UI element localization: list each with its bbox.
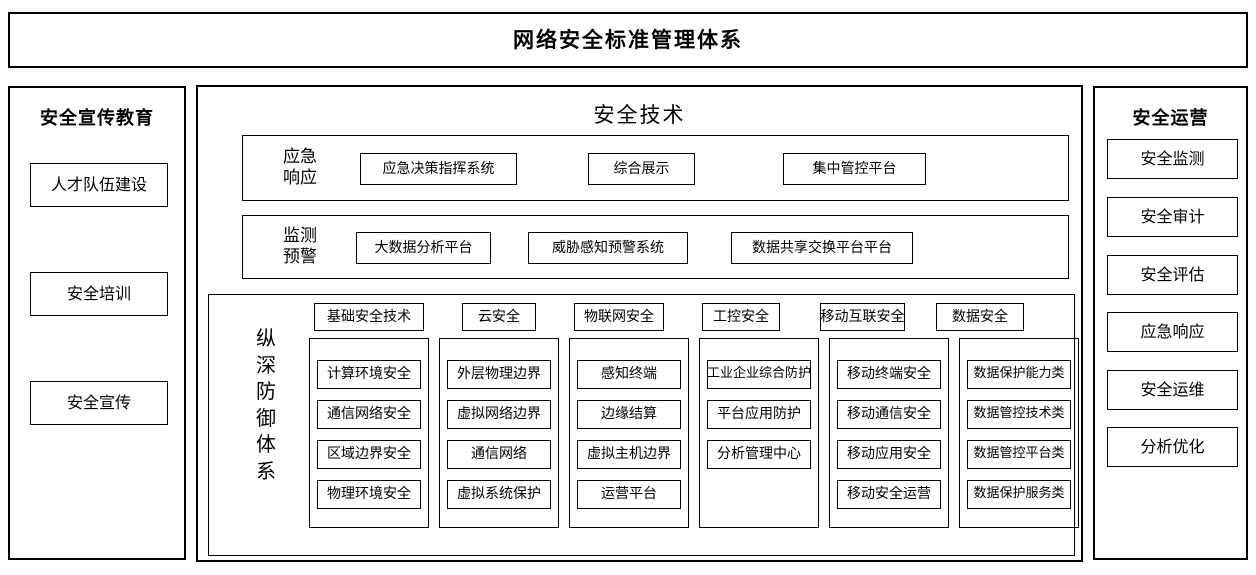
matrix-vertical-label-char: 纵 [256, 326, 276, 350]
matrix-cell[interactable]: 区域边界安全 [317, 440, 421, 469]
matrix-cell[interactable]: 移动应用安全 [837, 440, 941, 469]
matrix-cell[interactable]: 工业企业综合防护 [707, 360, 811, 389]
right-panel-item-security-audit[interactable]: 安全审计 [1107, 197, 1238, 237]
chip-data-sharing-exchange-platform[interactable]: 数据共享交换平台平台 [731, 232, 913, 264]
right-panel-security-operations: 安全运营 安全监测 安全审计 安全评估 应急响应 安全运维 分析优化 [1093, 86, 1248, 560]
matrix-cell[interactable]: 边缘结算 [577, 400, 681, 429]
row-label-line: 应急 [283, 146, 317, 167]
row-monitoring-early-warning: 监测 预警 大数据分析平台 威胁感知预警系统 数据共享交换平台平台 [242, 215, 1069, 279]
matrix-column-body-data-security: 数据保护能力类 数据管控技术类 数据管控平台类 数据保护服务类 [959, 338, 1079, 528]
matrix-cell[interactable]: 虚拟网络边界 [447, 400, 551, 429]
right-panel-item-security-maintenance[interactable]: 安全运维 [1107, 370, 1238, 410]
matrix-column-header-mobile-internet-security[interactable]: 移动互联安全 [820, 303, 905, 331]
left-panel-security-awareness: 安全宣传教育 人才队伍建设 安全培训 安全宣传 [8, 86, 186, 560]
matrix-column-header-ics-security[interactable]: 工控安全 [702, 303, 780, 331]
right-panel-item-security-assessment[interactable]: 安全评估 [1107, 255, 1238, 295]
left-panel-item-security-training[interactable]: 安全培训 [30, 272, 168, 316]
matrix-column-header-data-security[interactable]: 数据安全 [936, 303, 1024, 331]
matrix-cell[interactable]: 通信网络安全 [317, 400, 421, 429]
matrix-cell[interactable]: 分析管理中心 [707, 440, 811, 469]
matrix-column-body-basic-security: 计算环境安全 通信网络安全 区域边界安全 物理环境安全 [309, 338, 429, 528]
left-panel-item-security-publicity[interactable]: 安全宣传 [30, 381, 168, 425]
matrix-defense-in-depth: 纵 深 防 御 体 系 基础安全技术 计算环境安全 通信网络安全 区域边界安全 … [208, 294, 1079, 556]
matrix-column-body-cloud-security: 外层物理边界 虚拟网络边界 通信网络 虚拟系统保护 [439, 338, 559, 528]
matrix-cell[interactable]: 移动终端安全 [837, 360, 941, 389]
row-label-line: 预警 [283, 247, 317, 267]
main-panel-title: 安全技术 [593, 103, 686, 127]
matrix-vertical-label-char: 御 [256, 405, 276, 430]
matrix-cell[interactable]: 物理环境安全 [317, 480, 421, 509]
header-banner: 网络安全标准管理体系 [8, 12, 1248, 68]
left-panel-title: 安全宣传教育 [40, 108, 154, 129]
row-emergency-response: 应急 响应 应急决策指挥系统 综合展示 集中管控平台 [242, 135, 1069, 201]
matrix-cell[interactable]: 移动安全运营 [837, 480, 941, 509]
matrix-column-header-basic-security[interactable]: 基础安全技术 [314, 303, 424, 331]
matrix-column-body-iot-security: 感知终端 边缘结算 虚拟主机边界 运营平台 [569, 338, 689, 528]
matrix-column-body-mobile-internet-security: 移动终端安全 移动通信安全 移动应用安全 移动安全运营 [829, 338, 949, 528]
matrix-cell[interactable]: 虚拟系统保护 [447, 480, 551, 509]
matrix-vertical-label-char: 深 [256, 352, 276, 377]
matrix-column-body-ics-security: 工业企业综合防护 平台应用防护 分析管理中心 [699, 338, 819, 528]
matrix-vertical-label-char: 体 [256, 432, 276, 457]
matrix-cell[interactable]: 计算环境安全 [317, 360, 421, 389]
chip-comprehensive-display[interactable]: 综合展示 [588, 153, 695, 185]
matrix-vertical-label-char: 防 [256, 379, 276, 404]
matrix-cell[interactable]: 感知终端 [577, 360, 681, 389]
row-label-line: 响应 [283, 168, 317, 188]
right-panel-item-analysis-optimization[interactable]: 分析优化 [1107, 427, 1238, 467]
matrix-column-header-cloud-security[interactable]: 云安全 [462, 303, 536, 331]
chip-threat-perception-warning-system[interactable]: 威胁感知预警系统 [528, 232, 688, 264]
matrix-cell[interactable]: 外层物理边界 [447, 360, 551, 389]
chip-emergency-decision-command-system[interactable]: 应急决策指挥系统 [360, 153, 517, 185]
matrix-cell[interactable]: 移动通信安全 [837, 400, 941, 429]
matrix-cell[interactable]: 数据保护服务类 [967, 480, 1071, 509]
right-panel-title: 安全运营 [1132, 108, 1209, 129]
matrix-vertical-label: 纵 深 防 御 体 系 [251, 325, 281, 485]
right-panel-item-security-monitoring[interactable]: 安全监测 [1107, 139, 1238, 179]
main-panel-security-technology: 安全技术 应急 响应 应急决策指挥系统 综合展示 集中管控平台 监测 预警 大数… [196, 85, 1083, 562]
chip-big-data-analysis-platform[interactable]: 大数据分析平台 [356, 232, 491, 264]
matrix-column-header-iot-security[interactable]: 物联网安全 [574, 303, 664, 331]
matrix-cell[interactable]: 虚拟主机边界 [577, 440, 681, 469]
chip-centralized-control-platform[interactable]: 集中管控平台 [783, 153, 926, 185]
matrix-cell[interactable]: 数据管控技术类 [967, 400, 1071, 429]
right-panel-item-emergency-response[interactable]: 应急响应 [1107, 312, 1238, 352]
row-emergency-response-label: 应急 响应 [265, 136, 335, 200]
matrix-vertical-label-char: 系 [256, 458, 276, 483]
matrix-cell[interactable]: 数据管控平台类 [967, 440, 1071, 469]
matrix-cell[interactable]: 运营平台 [577, 480, 681, 509]
left-panel-item-talent-team[interactable]: 人才队伍建设 [30, 163, 168, 207]
matrix-cell[interactable]: 平台应用防护 [707, 400, 811, 429]
row-label-line: 监测 [283, 225, 317, 246]
row-monitoring-early-warning-label: 监测 预警 [265, 216, 335, 278]
matrix-cell[interactable]: 数据保护能力类 [967, 360, 1071, 389]
matrix-cell[interactable]: 通信网络 [447, 440, 551, 469]
page-title: 网络安全标准管理体系 [513, 27, 743, 52]
